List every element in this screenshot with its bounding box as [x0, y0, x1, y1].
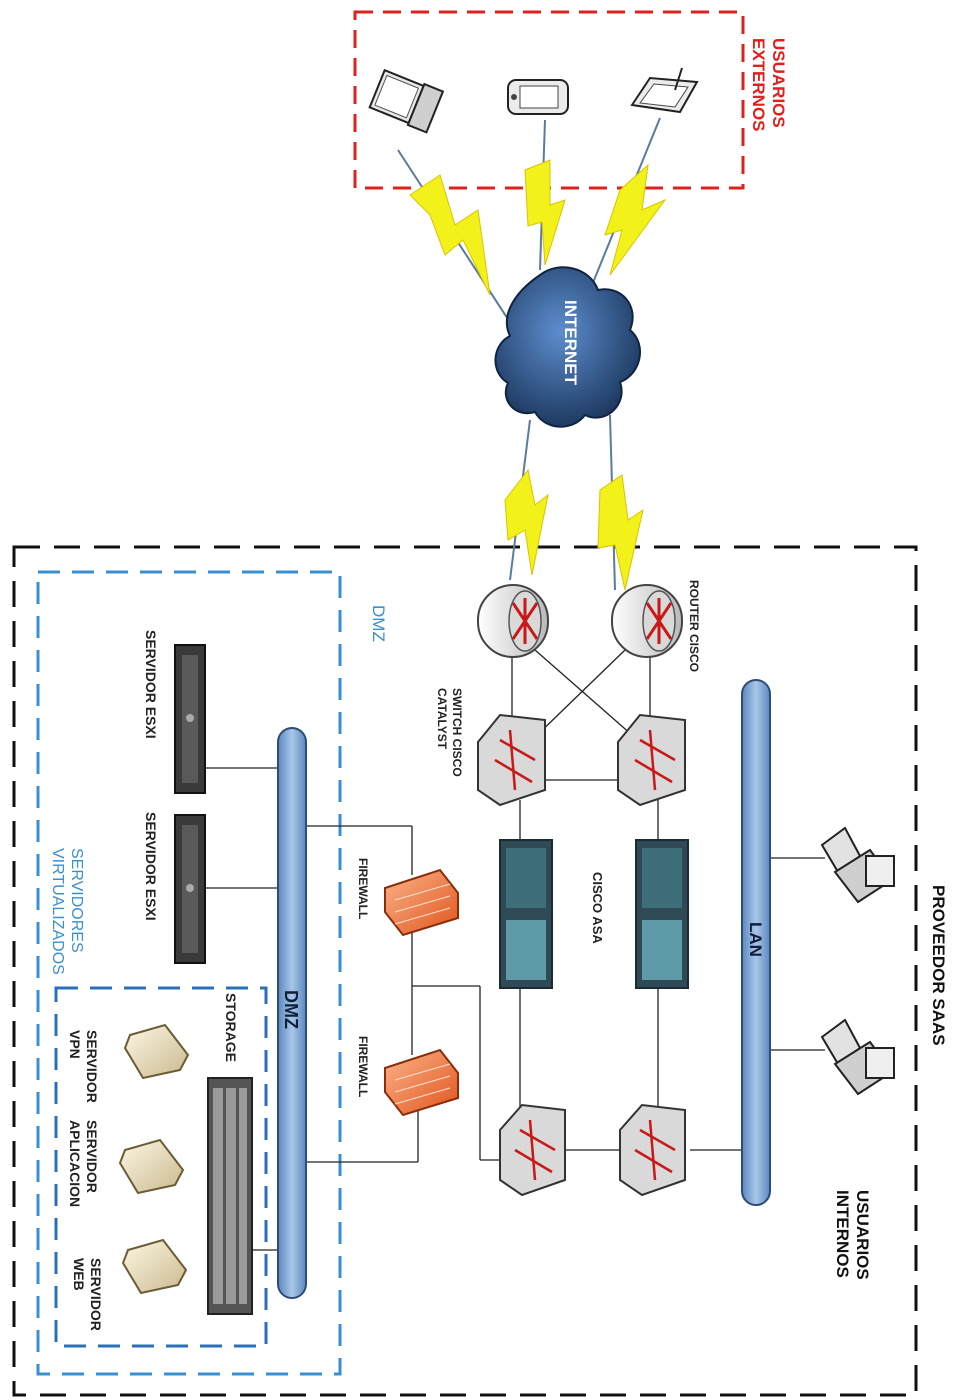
esxi-server-label: SERVIDOR ESXI	[143, 812, 159, 921]
virtual-servers-box	[54, 986, 268, 1348]
dmz-zone-label: DMZ	[369, 605, 388, 642]
firewall-label: FIREWALL	[356, 858, 370, 920]
internet-cloud	[494, 266, 641, 428]
router-icon	[611, 584, 683, 658]
dmz-bus-label: DMZ	[281, 990, 301, 1029]
router-label: ROUTER CISCO	[687, 580, 701, 673]
router-icon	[477, 584, 549, 658]
storage-label: STORAGE	[223, 993, 239, 1062]
provider-label: PROVEEDOR SAAS	[929, 885, 948, 1046]
app-server-icon	[118, 1138, 185, 1195]
wireless-links	[397, 117, 667, 591]
computer-icon	[820, 1018, 895, 1096]
dmz-box	[36, 570, 342, 1376]
firewall-icon	[384, 1048, 459, 1117]
storage-icon	[207, 1077, 253, 1315]
laptop-icon	[368, 68, 445, 134]
firewall-label: FIREWALL	[356, 1036, 370, 1098]
esxi-server-icon	[174, 814, 206, 964]
esxi-server-icon	[174, 644, 206, 794]
switch-icon	[477, 713, 546, 807]
cisco-asa-label: CISCO ASA	[590, 872, 605, 944]
dmz-bus	[277, 727, 307, 1299]
provider-box	[12, 545, 918, 1397]
lan-label: LAN	[746, 922, 765, 957]
lan-bus	[741, 679, 771, 1206]
switch-icon	[499, 1103, 566, 1197]
cisco-asa-icon	[499, 839, 553, 989]
internet-label: INTERNET	[561, 300, 580, 385]
switch-icon	[617, 713, 686, 807]
tablet-icon	[630, 67, 699, 114]
firewall-icon	[384, 868, 459, 937]
esxi-server-label: SERVIDOR ESXI	[143, 630, 159, 739]
pda-icon	[507, 79, 569, 115]
web-server-icon	[121, 1238, 188, 1295]
switch-icon	[619, 1103, 686, 1197]
computer-icon	[820, 826, 895, 904]
cisco-asa-icon	[635, 839, 689, 989]
vpn-server-icon	[123, 1023, 190, 1080]
